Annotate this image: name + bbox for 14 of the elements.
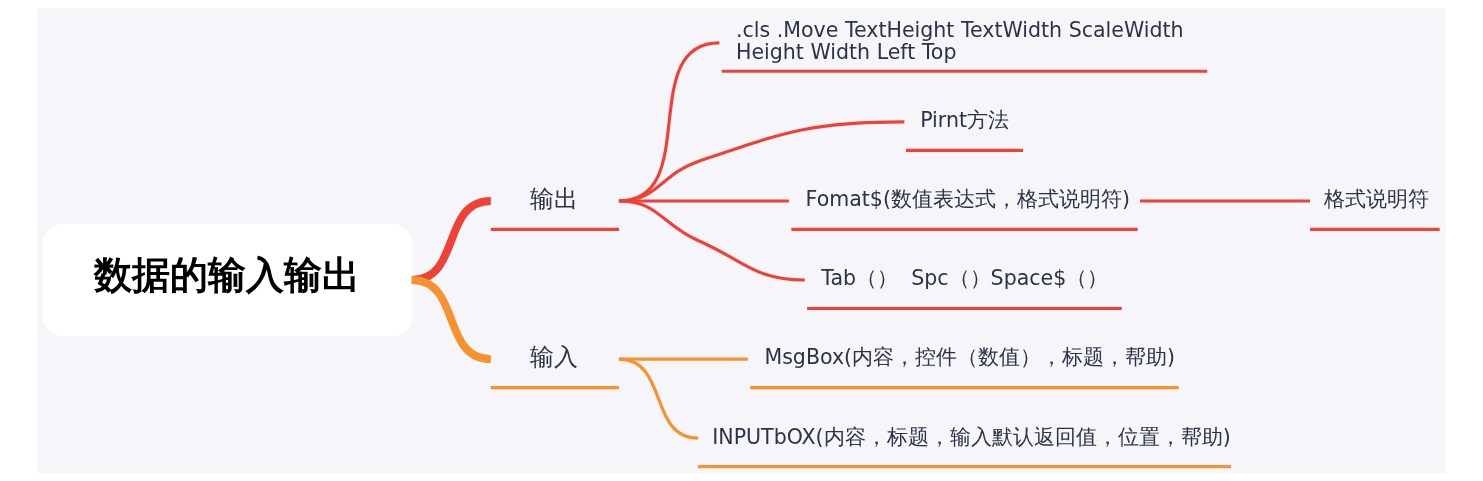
node-text: Tab（） Spc（）Space$（）: [821, 266, 1109, 291]
node-box: 数据的输入输出: [42, 223, 413, 337]
connector: [1140, 199, 1310, 203]
node-text: 输入: [530, 342, 579, 371]
node-text: .cls .Move TextHeight TextWidth ScaleWidth Height Width Left Top: [735, 18, 1184, 65]
node-text: Fomat$(数值表达式，格式说明符): [805, 187, 1130, 212]
node-text: MsgBox(内容，控件（数值），标题，帮助): [764, 345, 1176, 370]
connector: [618, 357, 699, 440]
connector: [411, 276, 492, 363]
connector: [618, 199, 805, 282]
node-text: INPUTbOX(内容，标题，输入默认返回值，位置，帮助): [712, 424, 1231, 449]
node-text: 格式说明符: [1324, 187, 1430, 212]
node-text: Pirnt方法: [920, 108, 1010, 133]
node-text: 输出: [530, 184, 579, 213]
